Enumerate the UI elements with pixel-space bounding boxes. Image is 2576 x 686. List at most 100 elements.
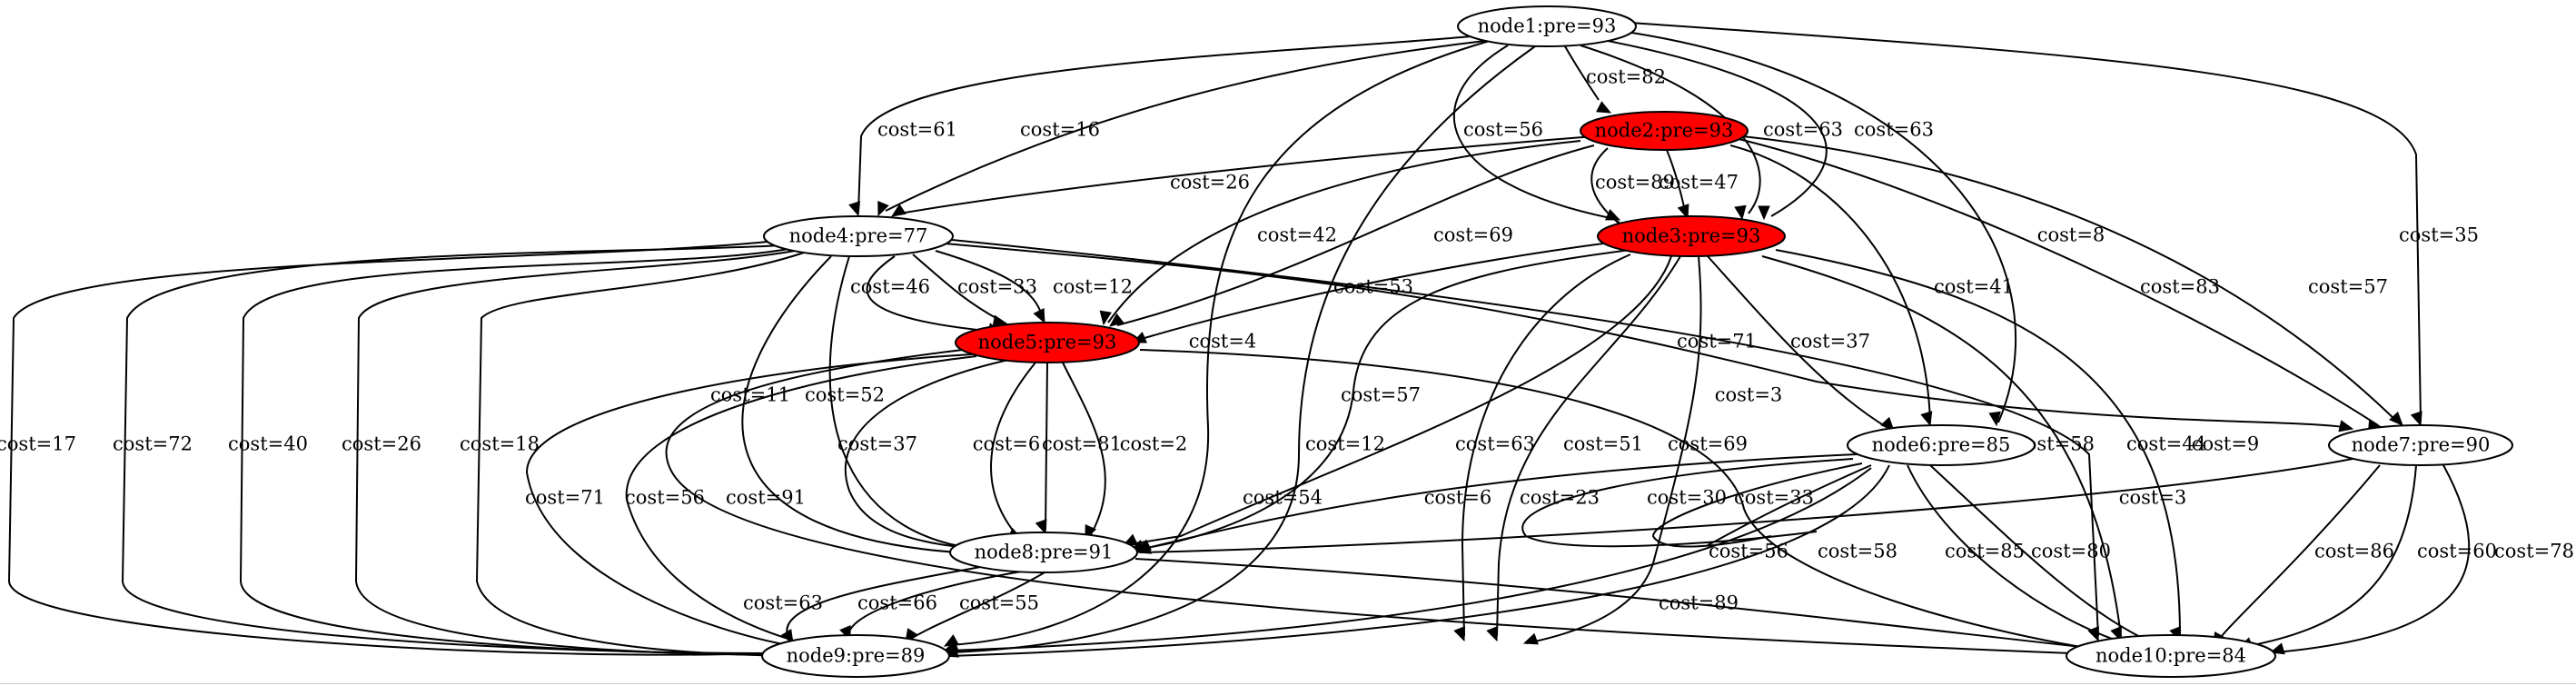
edge-line bbox=[354, 250, 798, 656]
edge-line bbox=[1707, 464, 1872, 546]
edge-node8-node10: cost=89 bbox=[1134, 558, 2136, 655]
arrowhead bbox=[1108, 313, 1125, 327]
edge-label: cost=42 bbox=[1257, 224, 1337, 246]
edge-label: cost=18 bbox=[460, 433, 540, 455]
edge-node5-node8: cost=6 bbox=[973, 362, 1040, 540]
edge-label: cost=63 bbox=[743, 592, 823, 614]
node-label: node4:pre=77 bbox=[789, 225, 928, 247]
arrowhead bbox=[1522, 632, 1539, 645]
edge-label: cost=55 bbox=[959, 592, 1039, 614]
edge-node6-node9: cost=56 bbox=[943, 467, 1872, 652]
arrowhead bbox=[2269, 642, 2285, 655]
edge-node4-node9: cost=26 bbox=[342, 250, 804, 657]
edge-label: cost=30 bbox=[1647, 487, 1727, 509]
edge-node2-node3: cost=47 bbox=[1659, 149, 1739, 220]
edge-node5-node8: cost=37 bbox=[837, 358, 1014, 553]
node-node4: node4:pre=77 bbox=[763, 215, 954, 257]
node-node1: node1:pre=93 bbox=[1457, 5, 1637, 47]
arrowhead bbox=[877, 201, 889, 217]
edge-node3-node10: cost=9 bbox=[1775, 249, 2260, 642]
edge-node3-node9: cost=51 bbox=[1486, 255, 1681, 642]
edge-line bbox=[1062, 362, 1106, 537]
node-ellipse bbox=[1580, 111, 1749, 151]
edge-line bbox=[948, 40, 1491, 646]
arrowhead bbox=[1988, 411, 2001, 427]
edge-node1-node7: cost=35 bbox=[1630, 22, 2479, 427]
edge-node6-node10: cost=80 bbox=[1929, 464, 2168, 651]
edge-line bbox=[786, 562, 1000, 641]
edge-line bbox=[1134, 243, 1604, 342]
edge-label: cost=2 bbox=[1120, 433, 1188, 455]
edge-label: cost=57 bbox=[1341, 384, 1421, 406]
edge-line bbox=[1607, 40, 1828, 217]
edge-node2-node5: cost=42 bbox=[1099, 140, 1581, 326]
edge-line bbox=[1139, 349, 2117, 653]
arrowhead bbox=[780, 629, 794, 645]
edge-line bbox=[1461, 254, 1631, 637]
edge-line bbox=[1625, 31, 2017, 423]
edge-line bbox=[121, 244, 796, 655]
edge-line bbox=[741, 255, 996, 555]
edge-label: cost=3 bbox=[2119, 487, 2187, 509]
node-ellipse bbox=[1847, 424, 2036, 466]
arrowhead bbox=[1486, 626, 1498, 642]
arrowhead bbox=[1135, 542, 1152, 554]
edge-line bbox=[948, 45, 1536, 653]
arrowhead bbox=[2338, 420, 2354, 432]
node-ellipse bbox=[949, 532, 1138, 573]
edge-label: cost=26 bbox=[1170, 172, 1250, 194]
edge-node8-node9: cost=55 bbox=[905, 572, 1045, 644]
edge-line bbox=[847, 570, 1027, 637]
edge-node4-node8: cost=52 bbox=[805, 255, 1006, 552]
node-node8: node8:pre=91 bbox=[949, 532, 1138, 573]
arrowhead bbox=[1677, 204, 1689, 220]
edge-label: cost=17 bbox=[0, 433, 76, 455]
edge-node2-node6: cost=41 bbox=[1729, 144, 2014, 427]
edge-node2-node5: cost=69 bbox=[1108, 144, 1595, 327]
edge-label: cost=56 bbox=[625, 487, 705, 509]
edge-label: cost=81 bbox=[1042, 433, 1122, 455]
edge-node5-node8: cost=81 bbox=[1035, 362, 1122, 535]
edge-label: cost=63 bbox=[1455, 433, 1535, 455]
edge-label: cost=61 bbox=[877, 119, 957, 141]
edge-line bbox=[1564, 45, 1600, 101]
edge-line bbox=[2274, 464, 2471, 653]
edge-line bbox=[1761, 255, 2122, 637]
arrowhead bbox=[2389, 411, 2403, 426]
edge-node3-node6: cost=37 bbox=[1707, 255, 1895, 432]
edge-line bbox=[1116, 144, 1595, 326]
node-ellipse bbox=[955, 322, 1140, 363]
arrowhead bbox=[1920, 411, 1933, 427]
edge-label: cost=6 bbox=[1424, 487, 1492, 509]
edge-label: cost=86 bbox=[2314, 541, 2394, 562]
node-label: node6:pre=85 bbox=[1872, 434, 2011, 456]
edge-label: cost=89 bbox=[1595, 172, 1675, 194]
edge-label: cost=9 bbox=[2192, 433, 2260, 455]
edge-line bbox=[844, 358, 1014, 552]
nodes-layer: node1:pre=93node2:pre=93node3:pre=93node… bbox=[761, 5, 2513, 678]
edge-label: cost=69 bbox=[1433, 224, 1513, 246]
edge-line bbox=[475, 252, 805, 657]
edge-label: cost=41 bbox=[1934, 276, 2014, 298]
edge-line bbox=[1123, 255, 1672, 546]
edge-line bbox=[1729, 144, 1931, 423]
node-ellipse bbox=[2066, 634, 2276, 678]
edge-line bbox=[525, 353, 973, 648]
edge-line bbox=[1452, 45, 1611, 219]
edge-node1-node4: cost=16 bbox=[877, 40, 1486, 217]
arrowhead bbox=[1099, 310, 1112, 326]
edge-label: cost=57 bbox=[2308, 276, 2388, 298]
edge-line bbox=[665, 349, 2117, 656]
node-ellipse bbox=[763, 215, 954, 257]
edge-label: cost=37 bbox=[837, 433, 917, 455]
node-ellipse bbox=[2328, 424, 2513, 466]
edge-line bbox=[898, 135, 1595, 214]
edge-node4-node5: cost=33 bbox=[912, 254, 1037, 327]
edge-label: cost=56 bbox=[1709, 541, 1788, 562]
node-label: node2:pre=93 bbox=[1595, 120, 1734, 142]
arrowhead bbox=[2410, 411, 2422, 427]
edge-line bbox=[1929, 464, 2163, 648]
edge-line bbox=[1139, 453, 1858, 551]
arrowhead bbox=[1758, 205, 1770, 221]
